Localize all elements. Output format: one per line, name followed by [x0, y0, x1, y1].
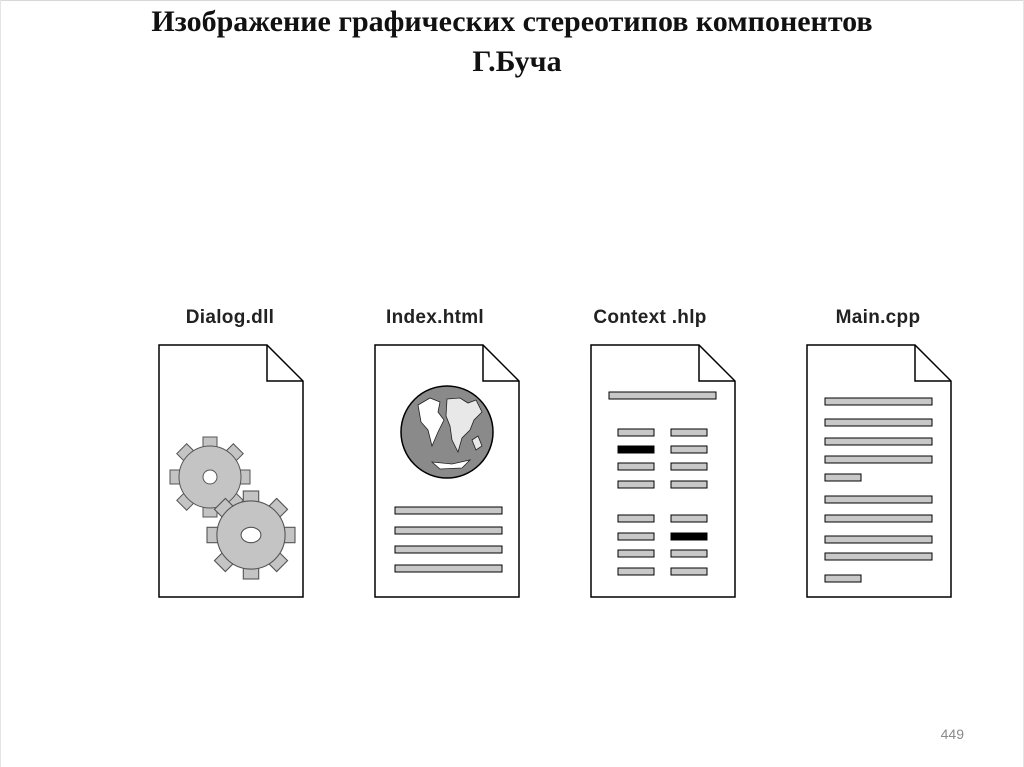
document-sheet	[806, 344, 952, 598]
document-corner-fold	[698, 345, 735, 382]
document-corner-fold	[914, 345, 951, 382]
slide-border-left	[0, 0, 1, 767]
gear-small	[169, 436, 251, 518]
component-label-main-cpp: Main.cpp	[835, 307, 921, 328]
component-index-html	[374, 344, 520, 598]
slide-title-line-1: Изображение графических стереотипов комп…	[151, 5, 873, 38]
component-label-context-hlp: Context .hlp	[593, 307, 707, 328]
gear-large	[206, 490, 296, 580]
slide-title-line-2: Г.Буча	[472, 45, 562, 78]
document-corner-fold	[482, 345, 519, 382]
document-corner-fold	[266, 345, 303, 382]
slide-border-top	[0, 0, 1024, 1]
component-context-hlp	[590, 344, 736, 598]
component-dialog-dll	[158, 344, 304, 598]
globe-icon	[400, 385, 494, 479]
page-number: 449	[940, 726, 964, 742]
gears-icon	[169, 436, 296, 580]
slide-title: Изображение графических стереотипов комп…	[0, 2, 1024, 82]
component-label-index-html: Index.html	[385, 307, 484, 328]
text-lines	[394, 506, 503, 573]
component-label-dialog-dll: Dialog.dll	[185, 307, 275, 328]
document-sheet	[590, 344, 736, 598]
code-lines-icon	[824, 397, 933, 583]
component-main-cpp	[806, 344, 952, 598]
help-table-icon	[608, 391, 717, 576]
